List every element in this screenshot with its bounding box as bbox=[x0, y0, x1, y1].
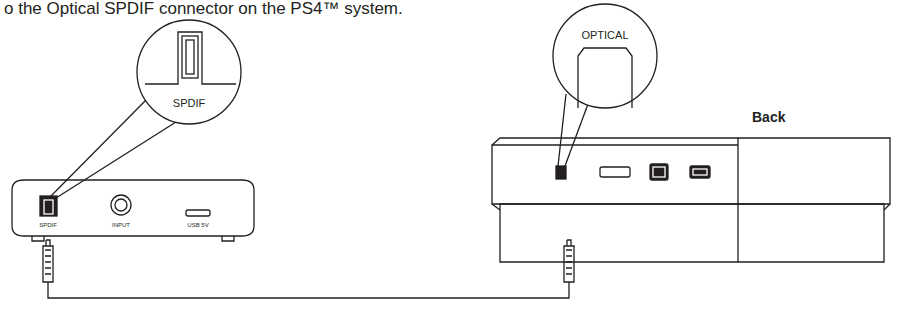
ps4-edges bbox=[492, 204, 890, 210]
ps4-top-right bbox=[738, 138, 890, 204]
spdif-detail bbox=[145, 32, 236, 84]
usb-port bbox=[690, 166, 710, 178]
adapter-feet bbox=[32, 236, 234, 241]
leader-line bbox=[558, 94, 566, 166]
callout-label: SPDIF bbox=[173, 98, 205, 109]
port-label: INPUT bbox=[112, 222, 130, 228]
ps4-bottom bbox=[500, 204, 884, 262]
ethernet-port-inner bbox=[653, 167, 665, 177]
optical-port bbox=[556, 166, 566, 179]
spdif-detail-inner bbox=[186, 40, 194, 74]
instruction-text: o the Optical SPDIF connector on the PS4… bbox=[4, 0, 403, 17]
leader-line bbox=[50, 98, 148, 197]
leader-line bbox=[56, 122, 176, 198]
optical-detail bbox=[578, 48, 632, 108]
spdif-port-inner bbox=[44, 200, 53, 214]
spdif-detail-inner bbox=[182, 36, 198, 78]
callout-circle bbox=[137, 20, 241, 124]
ethernet-port bbox=[650, 164, 668, 180]
callout-label: OPTICAL bbox=[581, 30, 628, 41]
hdmi-port bbox=[600, 167, 630, 177]
usb-port bbox=[186, 210, 210, 216]
callout-circle bbox=[553, 4, 657, 108]
ps4-top bbox=[492, 138, 738, 204]
view-label: Back bbox=[752, 110, 785, 124]
adapter-body bbox=[12, 180, 254, 236]
usb-port-inner bbox=[693, 169, 707, 175]
input-jack bbox=[111, 195, 131, 215]
input-jack-inner bbox=[115, 199, 127, 211]
port-label: SPDIF bbox=[39, 222, 57, 228]
spdif-port bbox=[40, 196, 57, 216]
optical-cable bbox=[43, 240, 574, 298]
port-label: USB 5V bbox=[187, 222, 208, 228]
leader-line bbox=[565, 104, 588, 166]
